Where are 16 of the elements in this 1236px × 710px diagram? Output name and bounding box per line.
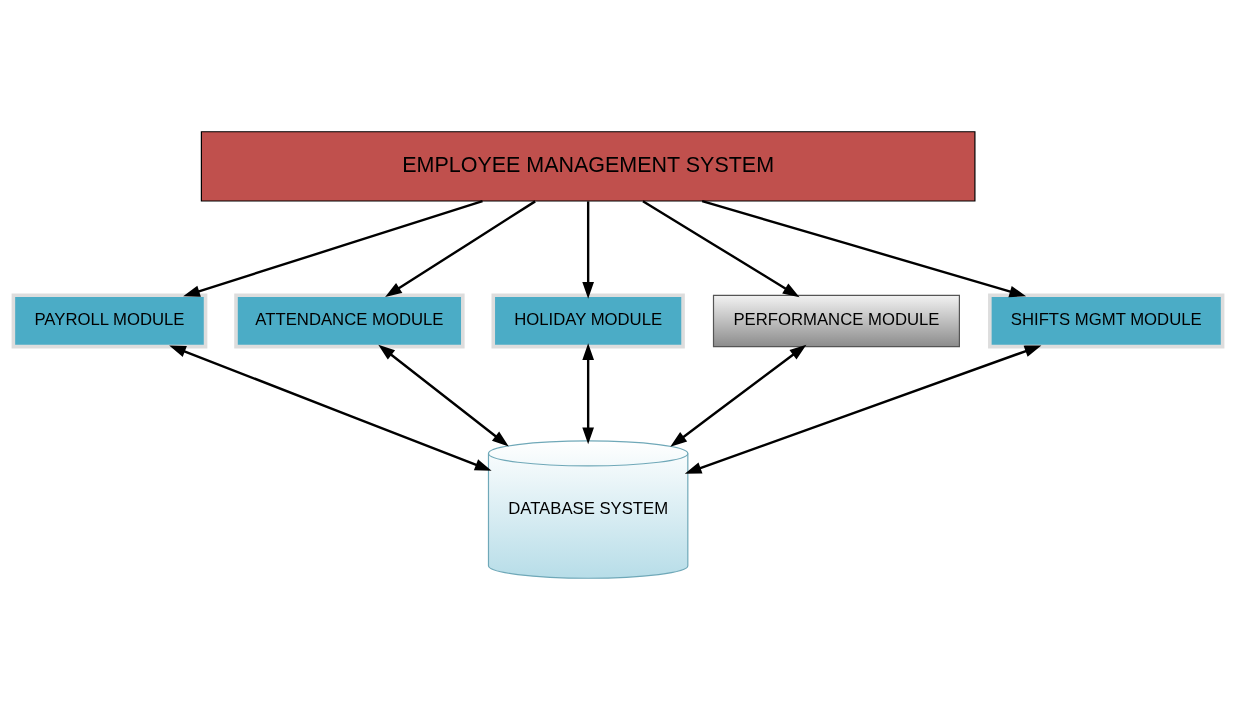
arrow bbox=[582, 343, 595, 445]
arrow bbox=[582, 201, 595, 299]
node-box: HOLIDAY MODULE bbox=[491, 293, 685, 349]
arrow bbox=[385, 200, 536, 298]
node-box: SHIFTS MGMT MODULE bbox=[988, 293, 1225, 349]
arrow bbox=[183, 200, 483, 297]
arrow bbox=[670, 344, 807, 447]
arrow bbox=[684, 345, 1042, 474]
node-box: PAYROLL MODULE bbox=[11, 293, 208, 349]
node-box: ATTENDANCE MODULE bbox=[234, 293, 465, 349]
arrow bbox=[701, 199, 1027, 298]
node-box: EMPLOYEE MANAGEMENT SYSTEM bbox=[200, 131, 976, 202]
node-box: PERFORMANCE MODULE bbox=[712, 294, 960, 348]
arrow bbox=[378, 344, 509, 447]
arrow bbox=[169, 345, 492, 471]
arrow bbox=[642, 200, 800, 298]
